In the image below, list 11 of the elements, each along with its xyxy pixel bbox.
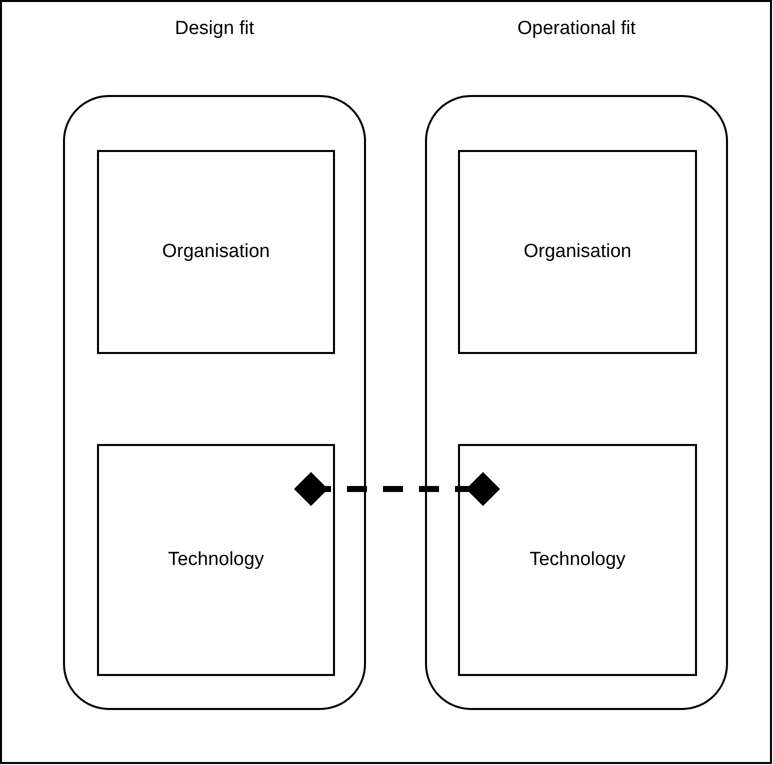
process-box <box>458 444 697 676</box>
column-heading: Operational fit <box>516 17 637 41</box>
process-box <box>97 444 335 676</box>
dashed-connector <box>294 472 500 506</box>
box-label: Organisation <box>524 240 632 264</box>
box-label: Technology <box>168 548 264 572</box>
box-label: Organisation <box>162 240 270 264</box>
column-heading: Design fit <box>174 17 256 41</box>
process-box <box>97 150 335 354</box>
process-box <box>458 150 697 354</box>
box-label: Technology <box>529 548 626 572</box>
